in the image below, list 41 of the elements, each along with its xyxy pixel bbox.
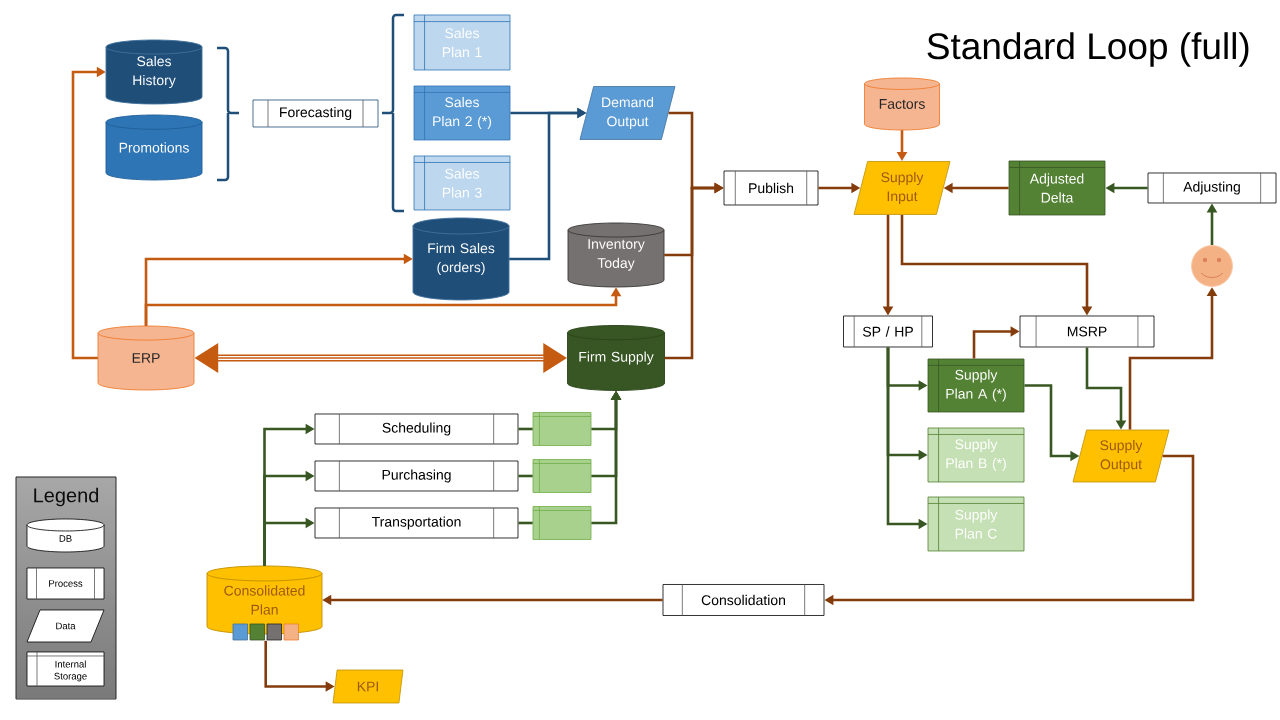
storage-box	[532, 412, 592, 446]
data-parallelogram: Demand Output	[579, 86, 676, 140]
process-box: SP / HP	[843, 315, 933, 348]
database-cylinder: Promotions	[105, 114, 203, 181]
legend-title: Legend	[34, 487, 99, 507]
storage-box	[532, 506, 592, 540]
storage-box: Adjusted Delta	[1008, 160, 1106, 216]
process-box: MSRP	[1019, 315, 1155, 348]
database-cylinder: Consolidated Plan	[206, 565, 323, 635]
legend-item: Process	[26, 567, 105, 600]
database-cylinder: Firm Supply	[567, 325, 665, 391]
database-cylinder: Factors	[864, 77, 940, 131]
storage-box: Supply Plan C	[927, 496, 1025, 552]
data-parallelogram: KPI	[332, 669, 404, 704]
connector-line	[518, 427, 533, 431]
connector-line	[518, 474, 533, 478]
data-parallelogram: Supply Input	[853, 161, 951, 215]
process-box: Purchasing	[314, 460, 519, 492]
smiley-face	[1191, 245, 1233, 287]
legend-item: Internal Storage	[26, 651, 105, 687]
connector-line	[518, 521, 533, 525]
database-cylinder: ERP	[97, 325, 195, 391]
storage-box: Sales Plan 2 (*)	[413, 85, 511, 141]
storage-box: Supply Plan A (*)	[927, 358, 1025, 413]
process-box: Scheduling	[314, 413, 519, 445]
storage-box: Sales Plan 3	[413, 155, 511, 211]
legend-item: DB	[26, 518, 105, 553]
process-box: Adjusting	[1147, 172, 1277, 204]
database-cylinder: Firm Sales (orders)	[412, 217, 510, 301]
database-cylinder: Inventory Today	[567, 222, 665, 288]
process-box: Forecasting	[252, 99, 379, 128]
process-box: Consolidation	[662, 584, 825, 616]
data-parallelogram: Supply Output	[1072, 429, 1170, 483]
process-box: Transportation	[314, 507, 519, 539]
database-cylinder: Sales History	[105, 39, 203, 105]
storage-box: Sales Plan 1	[413, 14, 511, 71]
storage-box	[532, 459, 592, 493]
legend-item: Data	[26, 609, 105, 643]
title: Standard Loop (full)	[927, 32, 1249, 67]
process-box: Publish	[723, 170, 819, 206]
storage-box: Supply Plan B (*)	[927, 427, 1025, 483]
